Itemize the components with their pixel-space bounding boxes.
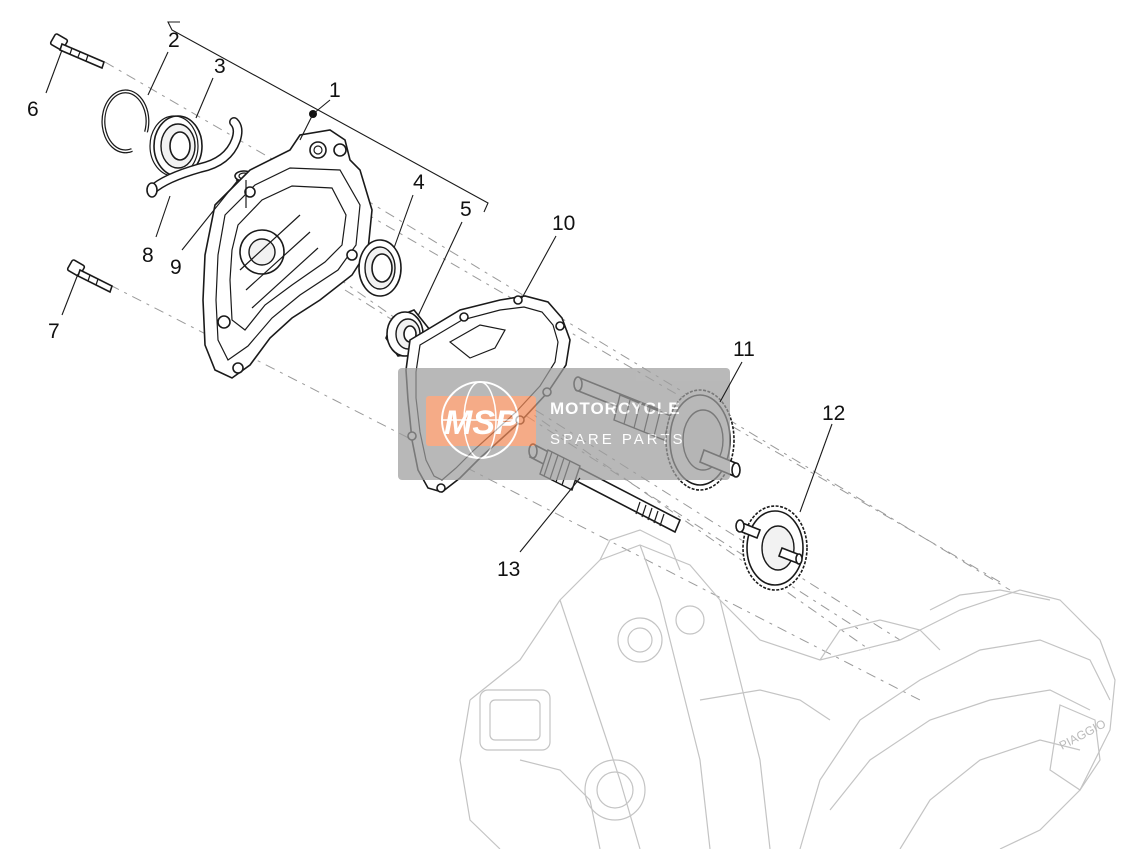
gear-part-12	[735, 505, 808, 591]
callout-10: 10	[552, 212, 575, 235]
oil-seal-part-4	[358, 239, 402, 297]
watermark-line1: MOTORCYCLE	[550, 399, 681, 418]
callout-7: 7	[48, 320, 60, 343]
watermark-logo-bg	[426, 396, 536, 446]
circlip-part-2	[101, 89, 150, 154]
watermark-line2: SPARE PARTS	[550, 431, 686, 448]
callout-3: 3	[214, 55, 226, 78]
bolt-part-6	[49, 33, 105, 70]
callout-11: 11	[733, 338, 755, 361]
callout-13: 13	[497, 558, 520, 581]
callout-1: 1	[329, 79, 341, 102]
cover-housing-part-1	[202, 110, 373, 379]
callout-12: 12	[822, 402, 845, 425]
leader-lines	[45, 49, 833, 553]
engine-brand-badge: PIAGGIO	[1057, 716, 1108, 752]
callout-4: 4	[413, 171, 425, 194]
watermark: MSP MOTORCYCLE SPARE PARTS	[398, 368, 730, 480]
watermark-logo: MSP	[444, 404, 518, 442]
bearing-part-3	[149, 115, 203, 177]
callout-6: 6	[27, 98, 39, 121]
group-bracket	[167, 21, 489, 213]
callout-9: 9	[170, 256, 182, 279]
callout-2: 2	[168, 29, 180, 52]
callout-labels: 1 2 3 4 5 6 7 8 9 10 11 12 13	[27, 29, 845, 581]
callout-8: 8	[142, 244, 154, 267]
pipe-part-8	[146, 117, 243, 198]
callout-5: 5	[460, 198, 472, 221]
bolt-part-7	[66, 259, 113, 294]
